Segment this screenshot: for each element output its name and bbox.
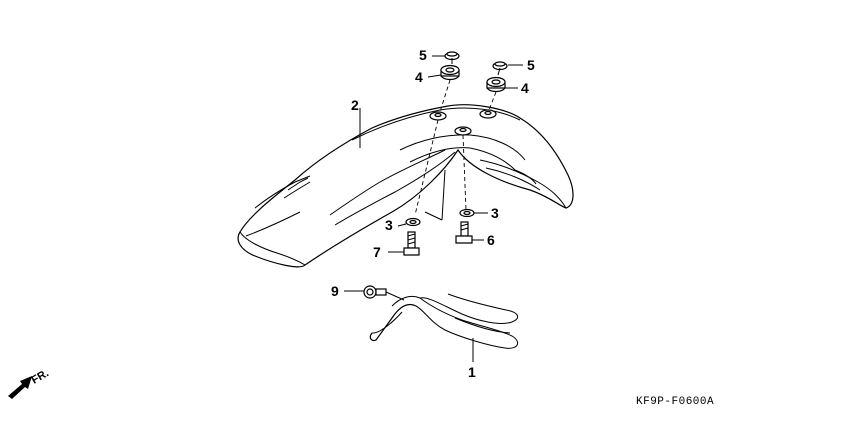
collar-right: [492, 61, 508, 76]
callout-4-right: 4: [521, 80, 529, 96]
callout-2: 2: [351, 97, 359, 113]
callout-7: 7: [373, 244, 381, 260]
front-arrow-icon: FR.: [8, 367, 51, 399]
washer-right: [459, 208, 475, 218]
diagram-code: KF9P-F0600A: [636, 396, 714, 408]
washer-left: [405, 217, 421, 227]
callout-4-left: 4: [415, 69, 423, 85]
bolt-left: [403, 231, 420, 256]
callout-3-left: 3: [385, 217, 393, 233]
assembly-lines: [414, 79, 497, 221]
front-direction-label: FR.: [30, 367, 51, 386]
front-fender: [237, 104, 574, 268]
callout-5-left: 5: [419, 47, 427, 63]
callout-6: 6: [487, 232, 495, 248]
callout-1: 1: [468, 364, 476, 380]
collar-left: [444, 51, 460, 64]
callout-3-right: 3: [491, 205, 499, 221]
cushion-right: [486, 76, 506, 93]
leader-lines: [344, 55, 523, 362]
fender-brace: [369, 293, 519, 349]
cushion-left: [440, 64, 460, 81]
bolt-nine: [363, 285, 405, 301]
callout-5-right: 5: [527, 57, 535, 73]
bolt-right: [455, 221, 473, 244]
callout-9: 9: [331, 283, 339, 299]
